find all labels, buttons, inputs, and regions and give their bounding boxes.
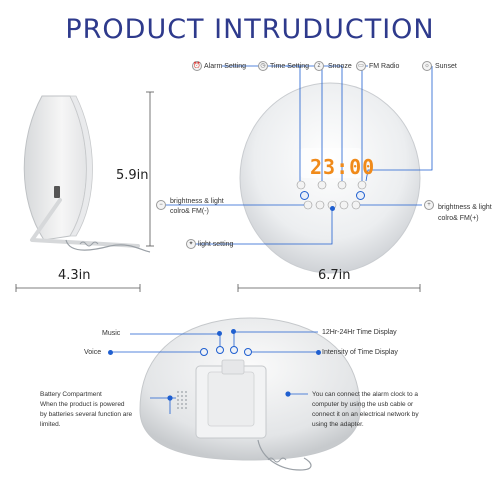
label-12-24-time-display: 12Hr-24Hr Time Display bbox=[322, 329, 397, 336]
battery-note: Battery Compartment When the product is … bbox=[40, 391, 133, 428]
height-dimension: 5.9in bbox=[116, 168, 149, 183]
plus-icon: + bbox=[424, 200, 434, 210]
sunset-icon: ☼ bbox=[422, 61, 432, 71]
label-light-setting: light setting bbox=[198, 241, 234, 248]
label-fm-radio: FM Radio bbox=[369, 63, 400, 70]
label-brightness-plus-1: brightness & light bbox=[438, 204, 492, 211]
back-view-drawing bbox=[139, 317, 361, 471]
label-sunset: Sunset bbox=[435, 63, 457, 70]
clock-icon: ◷ bbox=[258, 61, 268, 71]
label-intensity: Intensity of Time Display bbox=[322, 349, 398, 356]
label-alarm-setting: Alarm Setting bbox=[204, 63, 247, 70]
front-view-drawing bbox=[239, 82, 421, 274]
depth-dimension: 4.3in bbox=[58, 268, 91, 283]
label-time-setting: Time Setting bbox=[270, 63, 310, 70]
snooze-icon: z bbox=[314, 61, 324, 71]
side-dimension-lines bbox=[15, 91, 154, 292]
front-dimension-line bbox=[237, 284, 421, 292]
music-dot bbox=[217, 331, 222, 336]
label-brightness-minus-2: colro& FM(-) bbox=[170, 208, 209, 215]
label-brightness-plus-2: colro& FM(+) bbox=[438, 215, 479, 222]
brightness-minus-button bbox=[300, 191, 309, 200]
alarm-icon: ⏰ bbox=[192, 61, 202, 71]
power-note: You can connect the alarm clock to a com… bbox=[312, 391, 419, 428]
label-music: Music bbox=[102, 330, 121, 337]
light-icon: ✦ bbox=[186, 239, 196, 249]
clock-display: 23:00 bbox=[310, 155, 376, 179]
label-snooze: Snooze bbox=[328, 63, 352, 70]
time-display-dot bbox=[231, 329, 236, 334]
intensity-dot bbox=[316, 350, 321, 355]
label-brightness-minus-1: brightness & light bbox=[170, 198, 224, 205]
brightness-plus-button bbox=[356, 191, 365, 200]
side-view-drawing bbox=[23, 95, 151, 253]
radio-icon: ▭ bbox=[356, 61, 366, 71]
label-voice: Voice bbox=[84, 349, 102, 356]
front-callout-lines bbox=[166, 65, 433, 245]
width-dimension: 6.7in bbox=[318, 268, 351, 283]
light-setting-dot bbox=[330, 206, 335, 211]
minus-icon: − bbox=[156, 200, 166, 210]
page-title: PRODUCT INTRUDUCTION bbox=[65, 14, 435, 45]
voice-dot bbox=[108, 350, 113, 355]
